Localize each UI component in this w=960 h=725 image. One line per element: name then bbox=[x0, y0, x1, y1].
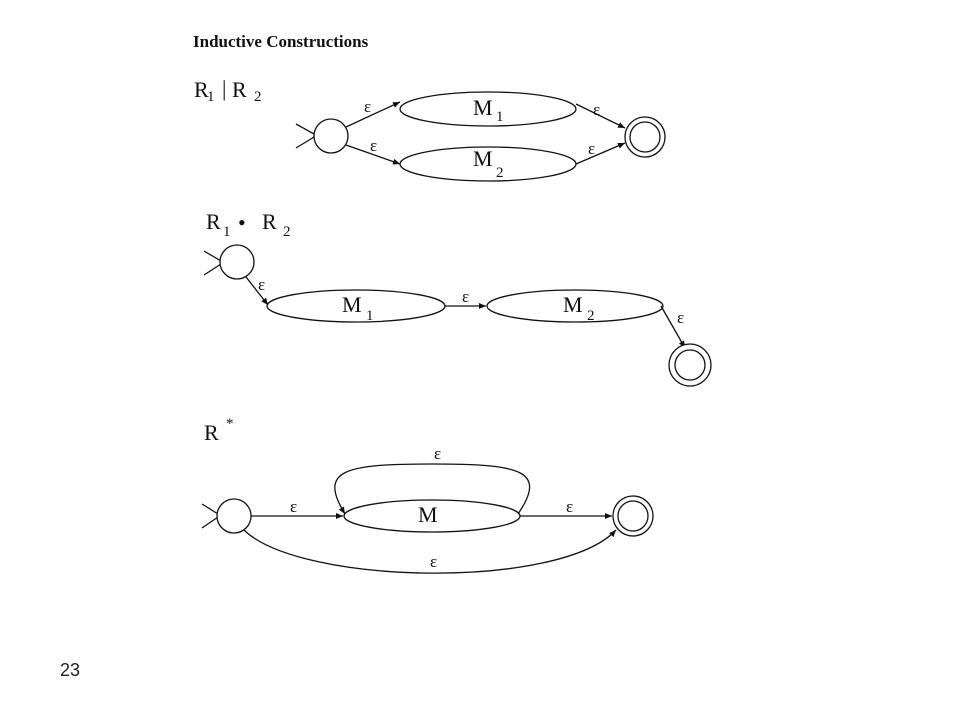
star-start-tick-top bbox=[201, 503, 219, 515]
union-final-state-inner bbox=[629, 121, 661, 153]
star-m-label: M bbox=[418, 502, 438, 527]
concat-epsilon-2: ε bbox=[462, 287, 469, 306]
star-start-state bbox=[216, 498, 252, 534]
union-m1-ellipse bbox=[399, 91, 577, 127]
star-final-state-inner bbox=[617, 500, 649, 532]
union-m1-label: M bbox=[473, 95, 493, 120]
concat-m2-sub: 2 bbox=[587, 308, 595, 324]
union-m1-sub: 1 bbox=[496, 109, 504, 125]
concat-epsilon-3: ε bbox=[677, 308, 684, 327]
union-epsilon-1: ε bbox=[364, 97, 371, 116]
union-start-tick-top bbox=[295, 123, 315, 135]
concat-edge-m2-to-final bbox=[660, 305, 686, 349]
concat-epsilon-1: ε bbox=[258, 275, 265, 294]
concat-m2-ellipse bbox=[486, 289, 664, 323]
union-start-tick-bottom bbox=[295, 136, 315, 149]
union-edge-m2-to-final bbox=[575, 142, 626, 165]
concat-m2-label: M bbox=[563, 292, 583, 317]
concat-edge-start-to-m1 bbox=[245, 276, 269, 306]
star-edge-bypass bbox=[243, 529, 617, 574]
concat-label-sub2: 2 bbox=[283, 224, 291, 240]
star-start-tick-bottom bbox=[201, 516, 219, 529]
concat-label-r2: R bbox=[262, 209, 277, 234]
union-edge-m1-to-final bbox=[575, 103, 626, 129]
union-edge-start-to-m1 bbox=[345, 101, 401, 128]
union-m2-sub: 2 bbox=[496, 165, 504, 181]
union-construction: R 1 | R 2 M 1 M 2 ε ε ε ε bbox=[194, 76, 666, 182]
union-label-bar: | bbox=[222, 76, 226, 101]
concat-start-tick-bottom bbox=[203, 263, 222, 276]
star-epsilon-2: ε bbox=[434, 444, 441, 463]
concat-final-state-inner bbox=[674, 349, 706, 381]
diagram-title: Inductive Constructions bbox=[193, 32, 369, 51]
star-label-r: R bbox=[204, 420, 219, 445]
concat-label-sub1: 1 bbox=[223, 224, 231, 240]
concat-m1-label: M bbox=[342, 292, 362, 317]
star-epsilon-3: ε bbox=[566, 497, 573, 516]
union-label-r1: R bbox=[194, 77, 209, 102]
union-epsilon-3: ε bbox=[593, 100, 600, 119]
concat-start-state bbox=[219, 244, 255, 280]
star-epsilon-1: ε bbox=[290, 497, 297, 516]
page-number: 23 bbox=[60, 660, 81, 680]
union-epsilon-4: ε bbox=[588, 139, 595, 158]
union-label-sub1: 1 bbox=[207, 89, 215, 105]
union-m2-label: M bbox=[473, 146, 493, 171]
concat-construction: R 1 • R 2 M 1 M 2 ε ε ε bbox=[203, 209, 712, 387]
union-epsilon-2: ε bbox=[370, 136, 377, 155]
star-construction: R * M ε ε ε ε bbox=[201, 416, 654, 574]
concat-start-tick-top bbox=[203, 250, 222, 262]
star-epsilon-4: ε bbox=[430, 552, 437, 571]
concat-m1-sub: 1 bbox=[366, 308, 374, 324]
concat-label-dot: • bbox=[238, 210, 246, 235]
union-label-r2: R bbox=[232, 77, 247, 102]
union-label-sub2: 2 bbox=[254, 89, 262, 105]
concat-label-r1: R bbox=[206, 209, 221, 234]
union-edge-start-to-m2 bbox=[345, 144, 401, 165]
union-start-state bbox=[313, 118, 349, 154]
star-edge-loop-back bbox=[334, 463, 531, 515]
star-label-sup: * bbox=[226, 416, 234, 432]
